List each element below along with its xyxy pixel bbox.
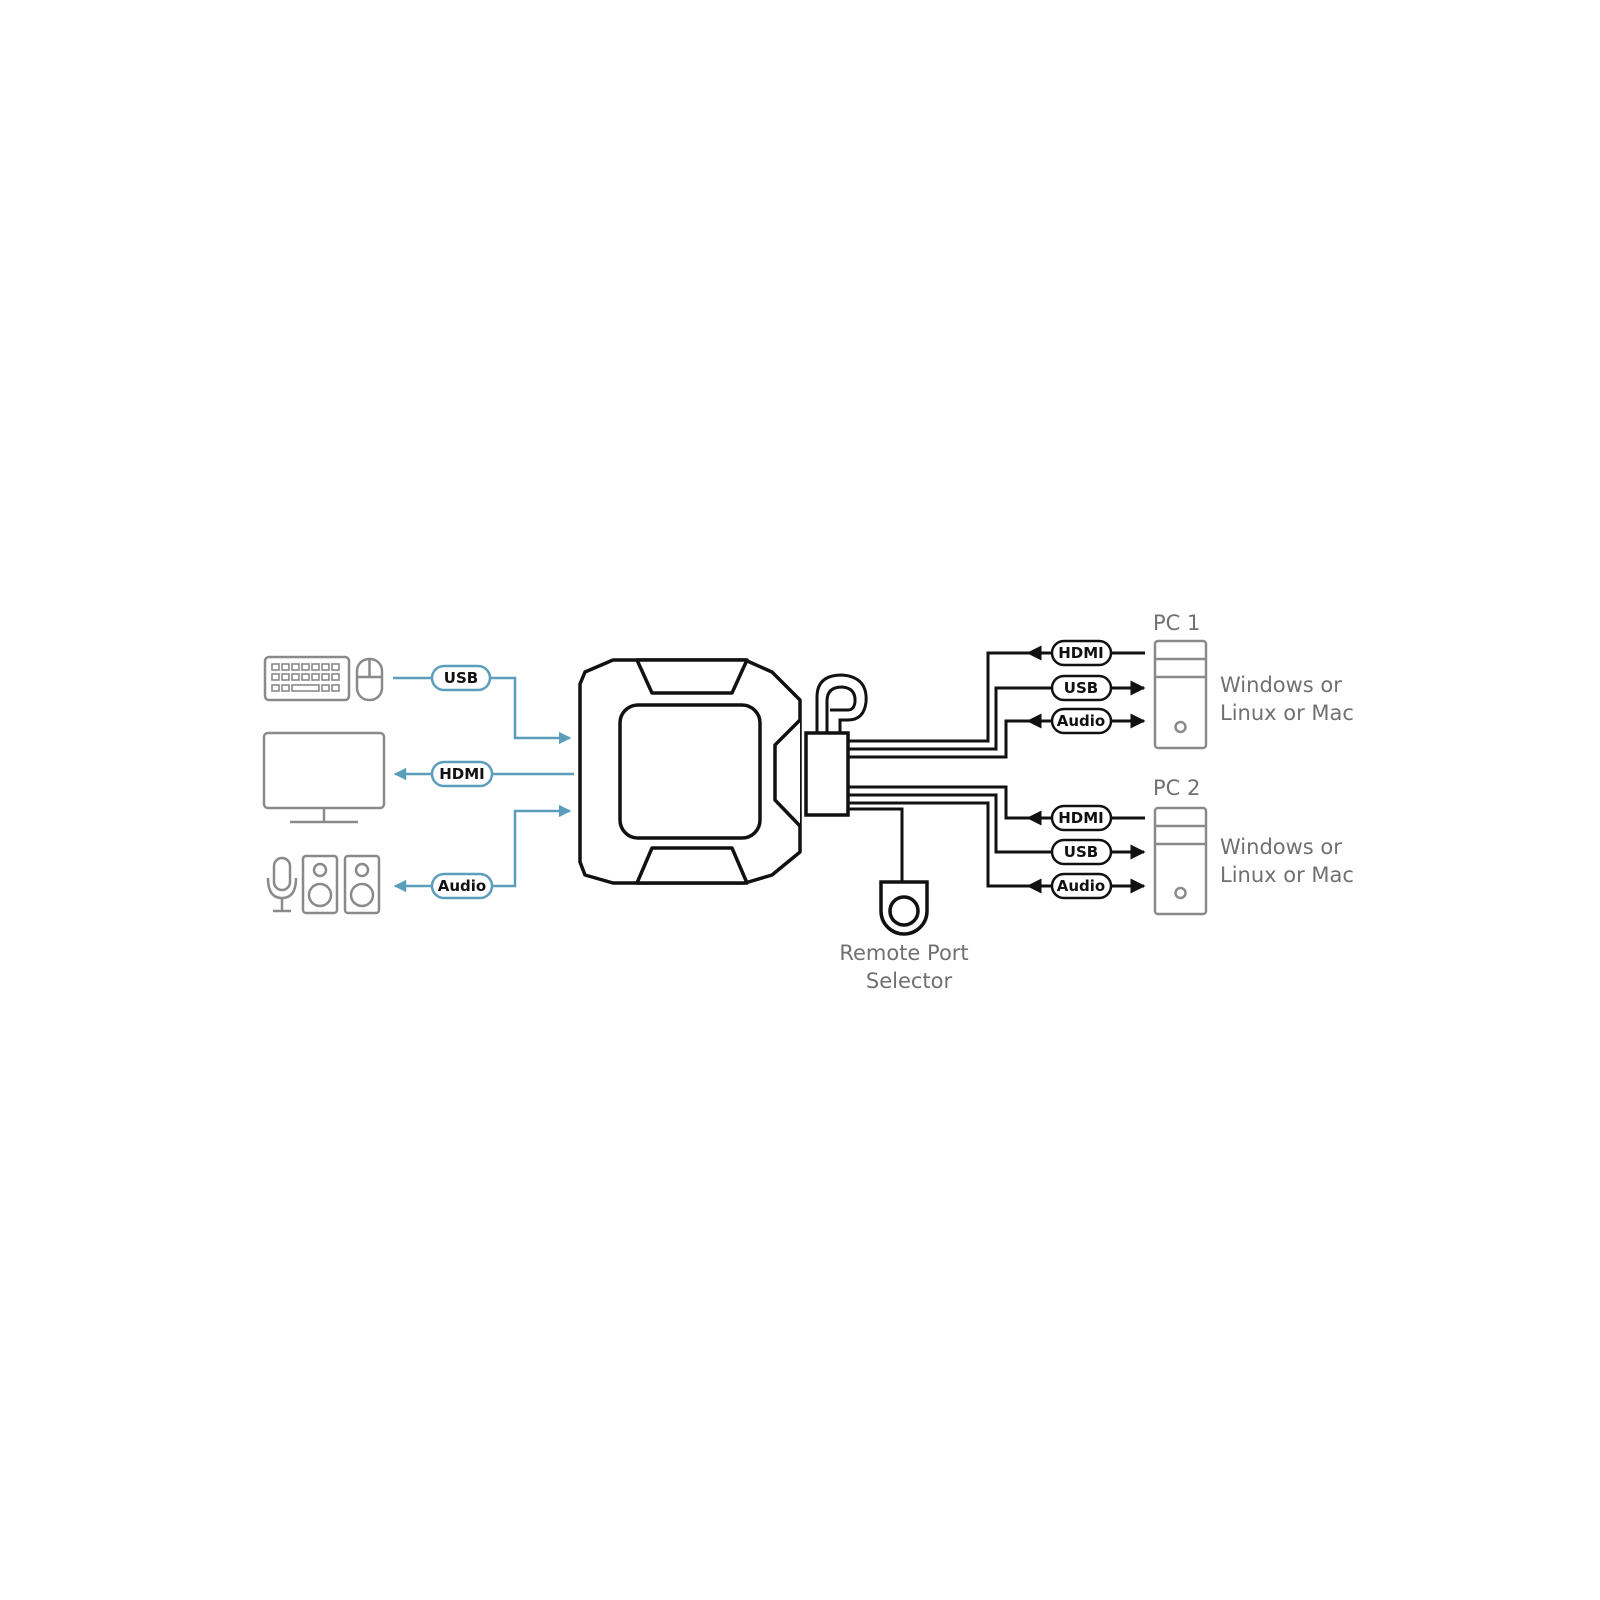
pc1-hdmi-pill: HDMI <box>1050 639 1113 667</box>
remote-label-line2: Selector <box>866 969 953 993</box>
pc2-audio-label: Audio <box>1057 877 1105 895</box>
monitor-icon <box>262 731 386 824</box>
cable-hook <box>815 673 868 735</box>
kvm-switch-device <box>578 658 802 885</box>
pc1-audio-pill: Audio <box>1050 707 1113 735</box>
mouse-icon <box>355 657 384 702</box>
pc2-os-line1: Windows or <box>1220 835 1342 859</box>
console-usb-label: USB <box>444 669 478 687</box>
console-audio-pill: Audio <box>430 872 494 900</box>
pc2-audio-pill: Audio <box>1050 872 1113 900</box>
pc1-title: PC 1 <box>1153 611 1200 635</box>
pc1-os-line2: Linux or Mac <box>1220 701 1354 725</box>
microphone-icon <box>266 856 298 913</box>
console-usb-cable <box>393 676 572 745</box>
console-hdmi-label: HDMI <box>439 765 485 783</box>
console-hdmi-pill: HDMI <box>430 760 494 788</box>
pc1-audio-label: Audio <box>1057 712 1105 730</box>
pc2-hdmi-pill: HDMI <box>1050 804 1113 832</box>
console-usb-pill: USB <box>430 664 492 692</box>
pc-tower-icon <box>1153 639 1208 750</box>
pc-tower-icon <box>1153 806 1208 916</box>
pc2-title: PC 2 <box>1153 776 1200 800</box>
remote-selector-icon <box>879 880 929 936</box>
pc2-os-line2: Linux or Mac <box>1220 863 1354 887</box>
pc1-usb-label: USB <box>1064 679 1098 697</box>
pc2-usb-label: USB <box>1064 843 1098 861</box>
console-audio-label: Audio <box>438 877 486 895</box>
keyboard-icon <box>263 655 351 702</box>
remote-label-line1: Remote Port <box>839 941 968 965</box>
speaker-icon <box>301 854 381 915</box>
pc2-hdmi-label: HDMI <box>1058 809 1104 827</box>
pc1-usb-pill: USB <box>1050 674 1113 702</box>
pc-cable-bundle <box>848 651 1052 888</box>
console-audio-cable <box>393 804 572 893</box>
pc1-hdmi-label: HDMI <box>1058 644 1104 662</box>
pc1-os-line1: Windows or <box>1220 673 1342 697</box>
pc2-usb-pill: USB <box>1050 838 1113 866</box>
cable-connector-block <box>804 731 850 817</box>
